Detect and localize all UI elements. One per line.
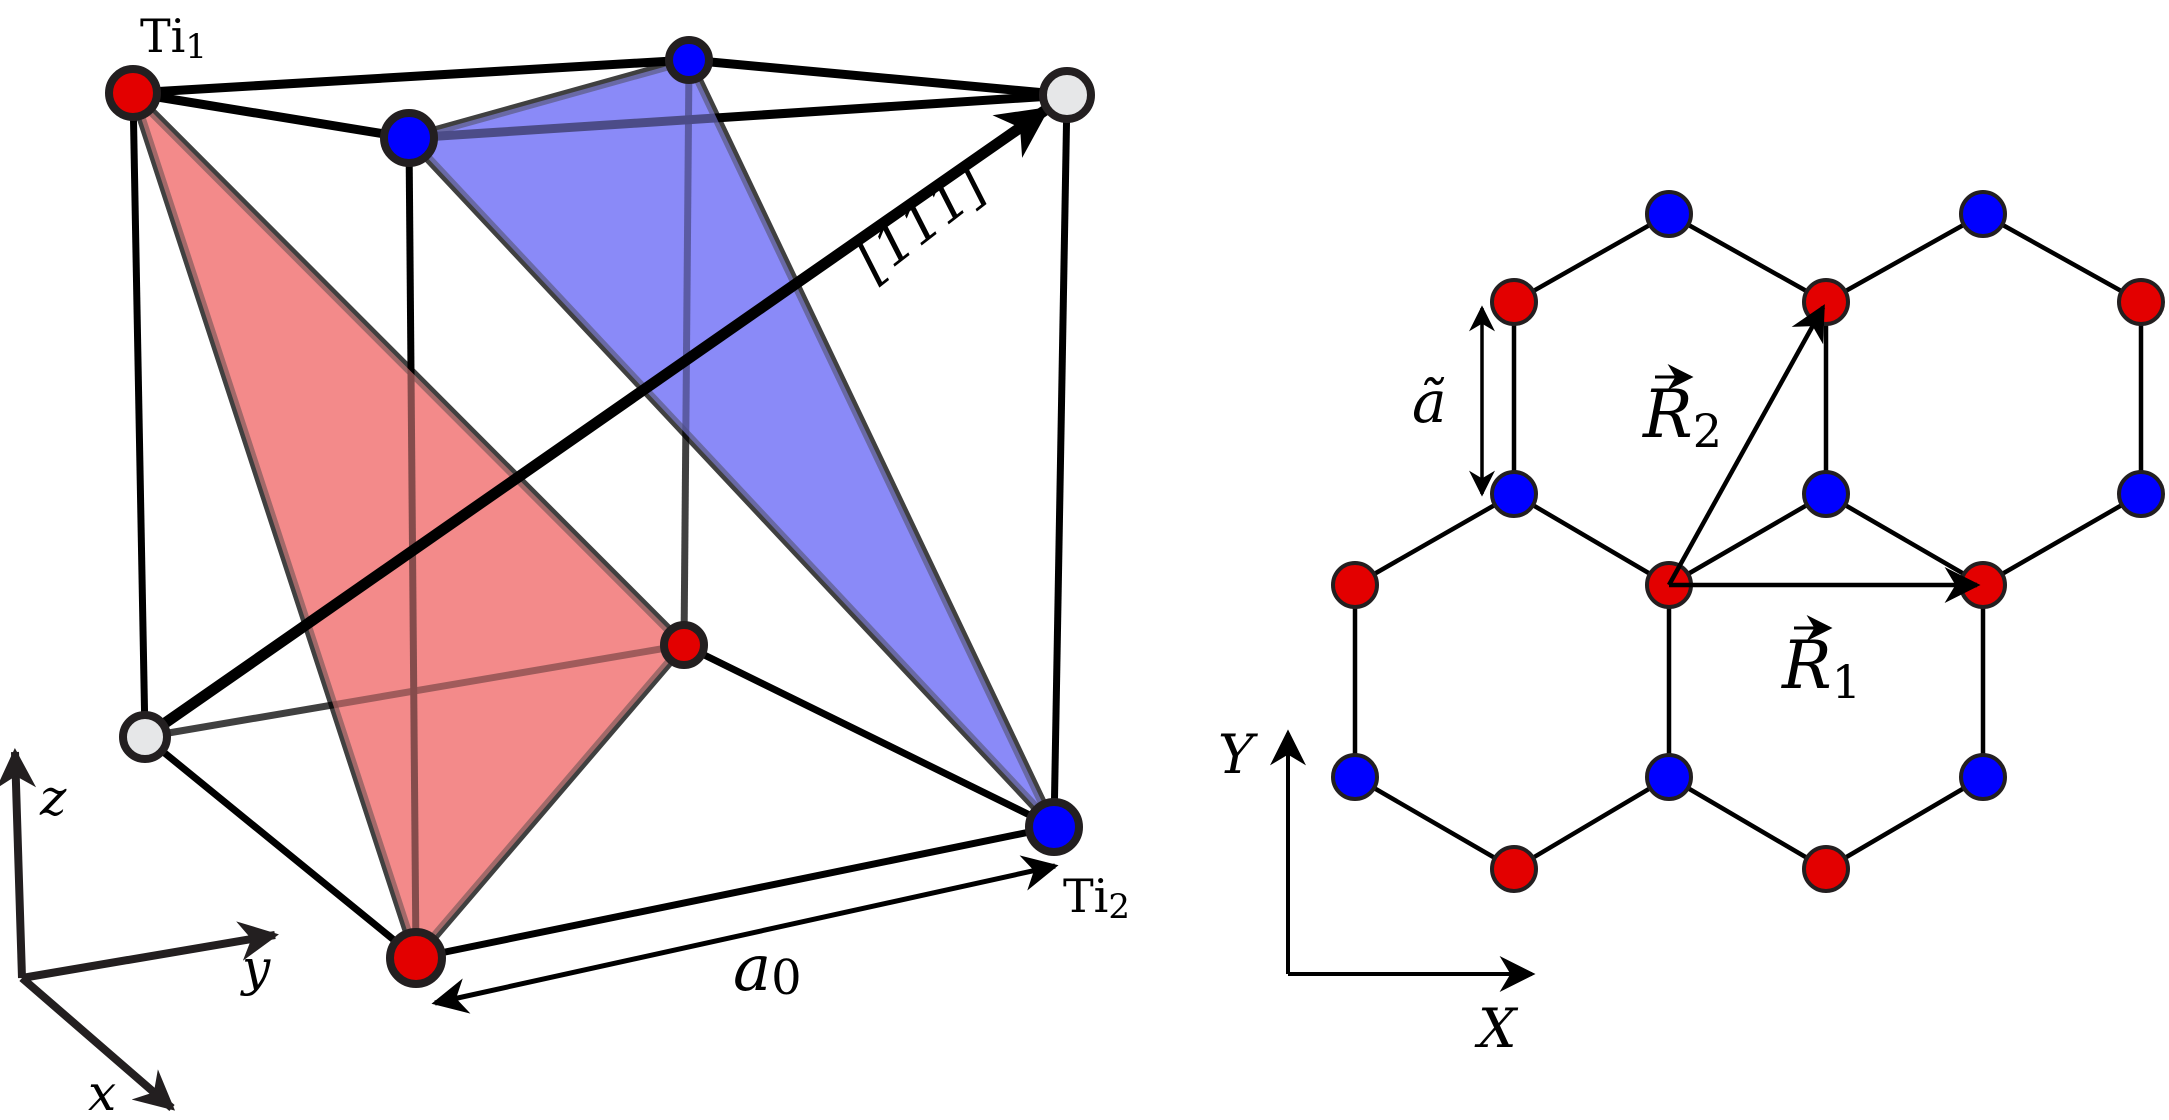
honeycomb-bond	[1824, 492, 1985, 587]
x-axis-arrow	[19, 974, 176, 1112]
cube-edge	[1050, 94, 1071, 828]
red-plane-overlay	[133, 93, 684, 958]
blue-atom-ti2	[1025, 798, 1083, 856]
red-atom	[1802, 278, 1850, 326]
r2-vector-arrow	[1667, 304, 1826, 587]
red-atom	[1331, 561, 1379, 609]
cube-edges	[129, 55, 1071, 962]
blue-atom-top-front	[380, 109, 438, 167]
cube-edge	[688, 55, 1068, 100]
blue-plane-overlay	[409, 60, 1054, 827]
blue-atom	[1645, 753, 1693, 801]
y-axis-label: y	[240, 939, 271, 997]
r2-vector-label: R2	[1642, 376, 1722, 458]
honeycomb-bond	[1512, 212, 1671, 304]
direction-111-arrow	[141, 105, 1050, 742]
honeycomb-bond	[1824, 775, 1985, 871]
honeycomb-bond	[1667, 775, 1828, 871]
cube-edge	[132, 55, 690, 98]
Y-axis-label: Y	[1218, 723, 1258, 786]
direction-111-label: [111]	[844, 153, 998, 293]
cube-atoms	[105, 36, 1095, 988]
blue-atom	[1959, 753, 2007, 801]
red-atom	[1802, 845, 1850, 893]
red-atom	[1490, 845, 1538, 893]
honeycomb-bond	[1667, 492, 1828, 587]
blue-atom	[2117, 470, 2165, 518]
blue-atom	[1959, 190, 2007, 238]
ti1-label: Ti1	[140, 9, 207, 67]
vector-overarrows	[1655, 364, 1833, 641]
honeycomb-bond	[1512, 492, 1671, 587]
grey-atom-bottom-left	[119, 711, 171, 763]
honeycomb-bond	[1512, 775, 1671, 871]
red-atom-ti1	[105, 65, 161, 121]
red-atom-bottom-front	[386, 928, 446, 988]
cube-edge	[129, 92, 149, 738]
cube-panel: Ti1 Ti2 [111] a0 z y x	[0, 9, 1130, 1120]
blue-atom-top-back	[665, 36, 713, 84]
r1-vector-label: R1	[1781, 627, 1861, 709]
red-atom	[1490, 278, 1538, 326]
lattice-vectors	[1667, 304, 1981, 603]
blue-atom	[1645, 190, 1693, 238]
z-axis-label: z	[39, 769, 67, 827]
a0-double-arrow	[431, 855, 1059, 1014]
cube-edge	[142, 734, 419, 961]
honeycomb-bond	[1824, 212, 1985, 304]
red-atom	[2117, 278, 2165, 326]
honeycomb-panel: ã R1 R2 Y X	[1218, 190, 2165, 1060]
z-axis-arrow	[0, 748, 37, 979]
cube-edge	[132, 88, 410, 143]
blue-atom	[1802, 470, 1850, 518]
honeycomb-bond	[1981, 492, 2143, 587]
honeycomb-bonds	[1352, 212, 2144, 871]
y-axis-arrow	[21, 921, 279, 982]
ti2-label: Ti2	[1063, 869, 1130, 927]
direction-111-arrow-line	[141, 105, 1050, 742]
x-axis-label: x	[88, 1064, 116, 1120]
grey-atom-top-right	[1039, 67, 1095, 123]
X-axis-label: X	[1474, 997, 1519, 1060]
xyz-axes	[0, 748, 279, 1112]
blue-atom	[1331, 753, 1379, 801]
lattice-constant-a0-arrow	[431, 855, 1059, 1014]
lattice-constant-a0-label: a0	[733, 932, 802, 1006]
red-atom-inner	[660, 621, 708, 669]
honeycomb-bond	[1667, 212, 1828, 304]
a-tilde-label: ã	[1412, 368, 1447, 436]
honeycomb-bond	[1353, 775, 1516, 871]
XY-axes	[1270, 729, 1536, 992]
cube-edge	[682, 641, 1056, 831]
honeycomb-atoms	[1331, 190, 2165, 893]
honeycomb-bond	[1353, 492, 1516, 587]
honeycomb-bond	[1981, 212, 2143, 304]
blue-atom	[1490, 470, 1538, 518]
plane-overlay	[133, 60, 1054, 958]
